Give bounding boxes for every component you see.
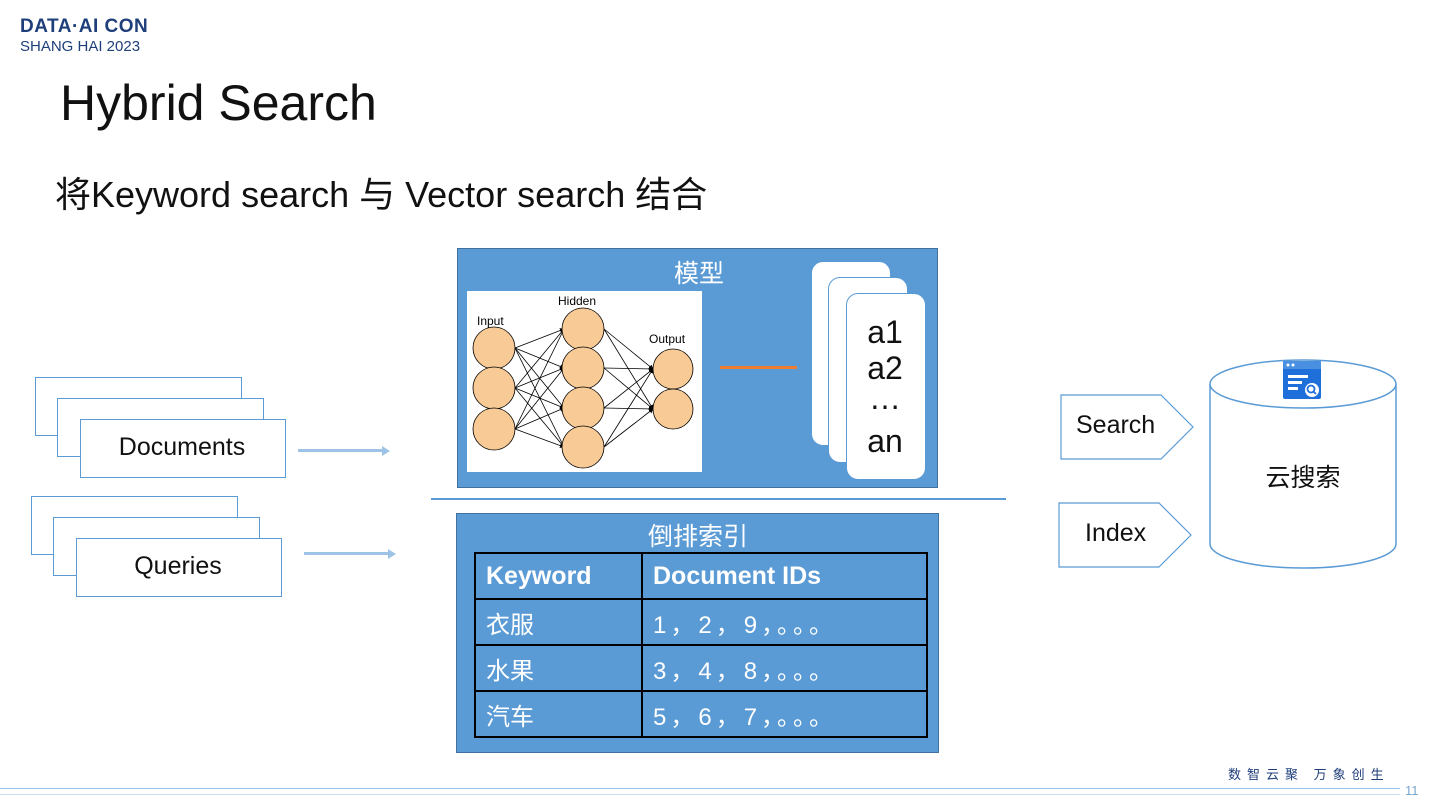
section-divider [431, 498, 1006, 500]
table-header-row: Keyword Document IDs [474, 552, 928, 600]
documents-arrow [298, 445, 390, 456]
header-document-ids: Document IDs [641, 552, 928, 600]
slide-title: Hybrid Search [60, 75, 377, 131]
ids-cell: 5，6，7，。。。 [641, 690, 928, 738]
conference-logo-subtitle: SHANG HAI 2023 [20, 38, 141, 55]
vector-ellipsis: … [869, 380, 901, 416]
nn-connections [514, 328, 654, 448]
footer-line-secondary [0, 794, 1400, 795]
keyword-cell: 汽车 [474, 690, 643, 738]
search-label: Search [1076, 411, 1156, 439]
header-keyword: Keyword [474, 552, 643, 600]
nn-hidden-label: Hidden [558, 294, 596, 308]
cloud-search-label: 云搜索 [1265, 464, 1341, 492]
conference-logo-title: DATA·AI CON [20, 16, 149, 37]
model-title: 模型 [673, 260, 724, 288]
index-label: Index [1085, 519, 1147, 547]
nn-output-label: Output [649, 332, 686, 346]
model-to-vector-connector [720, 366, 797, 369]
queries-arrow [304, 548, 396, 559]
ids-cell: 1，2，9，。。。 [641, 598, 928, 646]
index-arrow-shape [1058, 502, 1192, 568]
query-card-front [76, 538, 282, 597]
document-card-front [80, 419, 286, 478]
footer-slogan: 数智云聚 万象创生 [1228, 767, 1390, 782]
documents-label: Documents [118, 433, 246, 461]
slide-subtitle: 将Keyword search 与 Vector search 结合 [55, 174, 708, 215]
queries-label: Queries [134, 552, 222, 580]
keyword-cell: 衣服 [474, 598, 643, 646]
table-row: 水果 3，4，8，。。。 [474, 644, 928, 692]
inverted-index-table: Keyword Document IDs 衣服 1，2，9，。。。 水果 3，4… [474, 552, 928, 738]
table-row: 衣服 1，2，9，。。。 [474, 598, 928, 646]
vector-a2: a2 [867, 350, 903, 386]
neural-network-svg: Input Hidden Output [472, 294, 694, 469]
inverted-index-title: 倒排索引 [647, 523, 748, 551]
vector-an: an [867, 423, 903, 459]
search-document-icon [1282, 360, 1322, 400]
neural-network-diagram: Input Hidden Output [467, 291, 702, 472]
keyword-cell: 水果 [474, 644, 643, 692]
vector-card-front [846, 293, 926, 480]
page-number: 11 [1405, 783, 1419, 798]
search-arrow-shape [1060, 394, 1194, 460]
nn-input-label: Input [477, 314, 504, 328]
table-row: 汽车 5，6，7，。。。 [474, 690, 928, 738]
nn-nodes [472, 307, 694, 469]
vector-a1: a1 [867, 314, 903, 350]
ids-cell: 3，4，8，。。。 [641, 644, 928, 692]
footer-line [0, 788, 1400, 789]
